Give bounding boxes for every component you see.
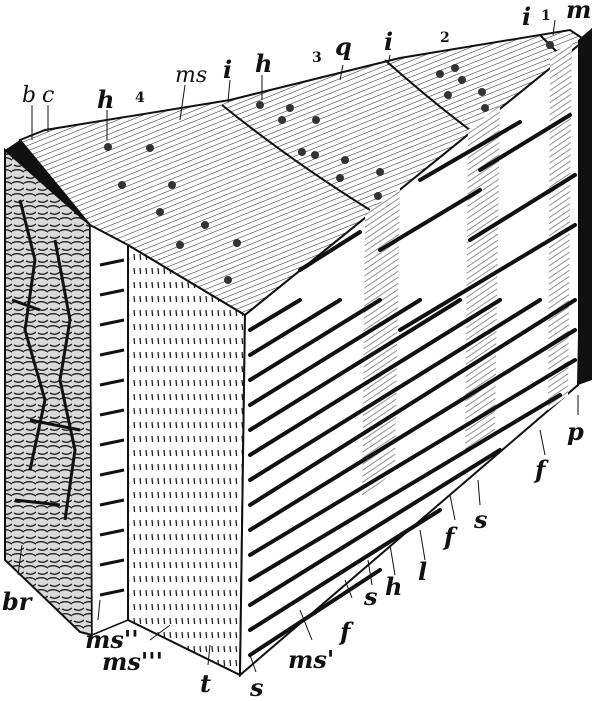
label-b: b (22, 83, 36, 108)
bark-face (5, 150, 92, 635)
label-s-3: s (473, 505, 488, 534)
label-ms-triple: ms''' (102, 647, 163, 676)
label-f-1: f (338, 617, 354, 646)
label-i-right: i (522, 2, 531, 31)
label-ms: ms (175, 63, 207, 88)
label-s-bottom: s (249, 673, 264, 701)
label-h-top-2: h (255, 49, 272, 78)
label-s-2: s (363, 582, 378, 611)
label-br: br (2, 587, 34, 616)
label-h-top: h (97, 85, 114, 114)
label-h-bottom: h (385, 572, 402, 601)
label-i-top: i (223, 55, 232, 84)
label-c: c (42, 83, 54, 108)
pith-edge (578, 28, 592, 385)
label-p: p (567, 417, 584, 446)
label-ring-1: 1 (541, 8, 551, 24)
label-ring-3: 3 (312, 50, 322, 66)
label-l: l (418, 557, 427, 586)
label-i-top-2: i (384, 27, 393, 56)
label-ring-4: 4 (135, 90, 145, 106)
label-m: m (566, 0, 591, 24)
cambium-strip (90, 225, 128, 635)
label-f-3: f (533, 455, 549, 484)
label-t: t (200, 669, 211, 698)
label-f-2: f (442, 522, 458, 551)
label-q: q (335, 32, 352, 61)
label-ms-prime: ms' (288, 645, 334, 674)
tangential-face (128, 245, 245, 675)
label-ring-2: 2 (440, 30, 450, 46)
